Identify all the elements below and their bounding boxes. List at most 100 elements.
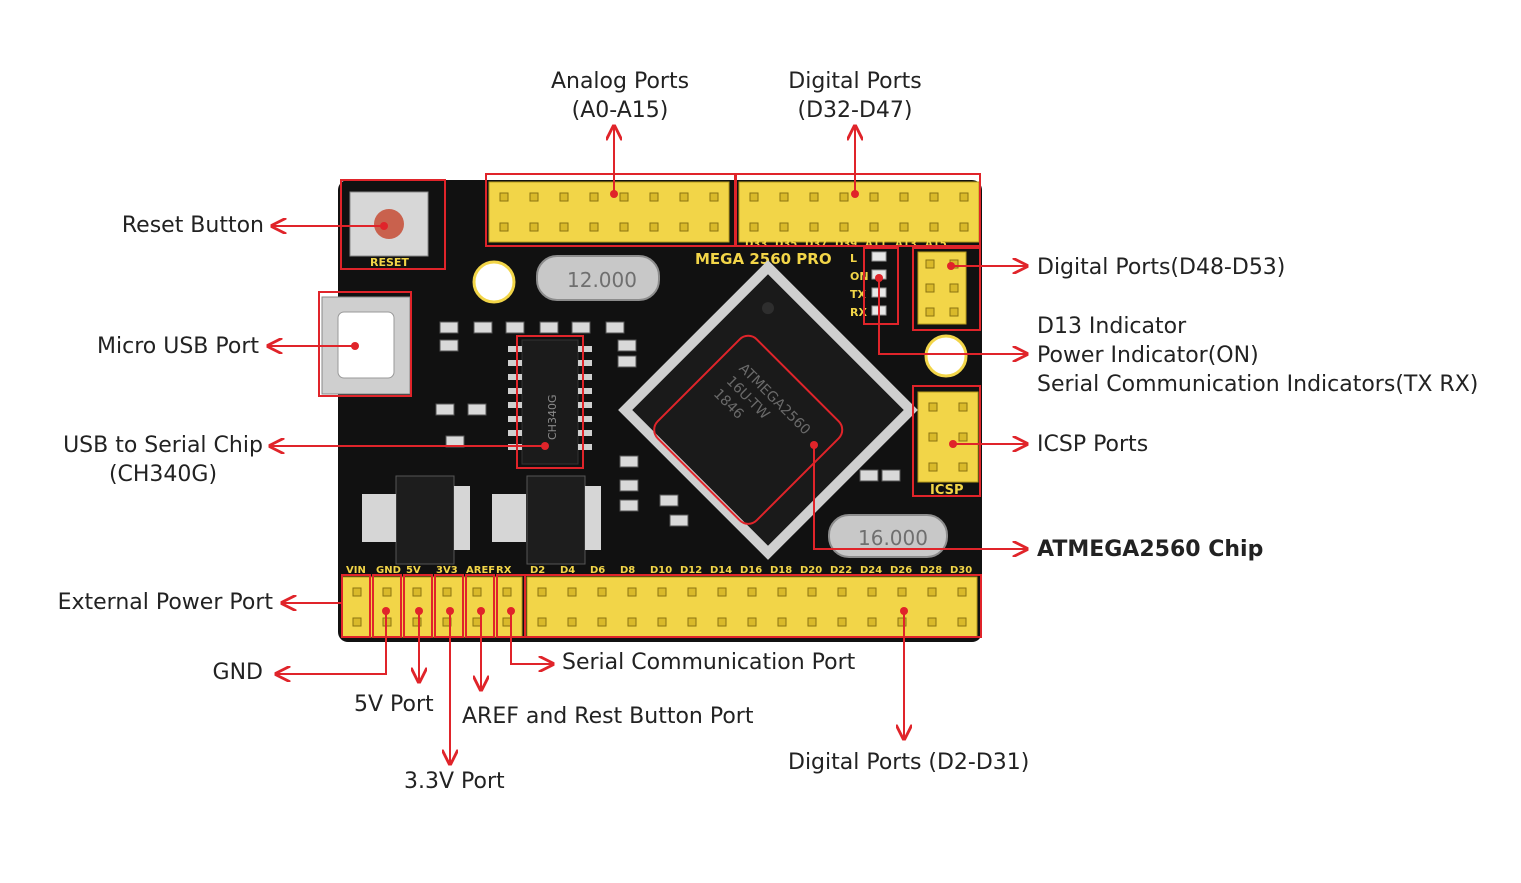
line-analog-dot bbox=[610, 190, 618, 198]
label-digital-d48-d53: Digital Ports(D48-D53) bbox=[1037, 253, 1285, 282]
header-pin bbox=[778, 588, 786, 596]
header-pin bbox=[718, 618, 726, 626]
header-pin bbox=[568, 618, 576, 626]
header-pin bbox=[898, 588, 906, 596]
ch340g-pin bbox=[578, 430, 592, 436]
header-pin bbox=[960, 223, 968, 231]
line-indicators-dot bbox=[875, 274, 883, 282]
label-digital-ports-top-range: (D32-D47) bbox=[755, 96, 955, 125]
smd-component bbox=[468, 404, 486, 415]
icsp-header-housing bbox=[918, 392, 978, 482]
header-pin bbox=[530, 193, 538, 201]
header-pin bbox=[568, 588, 576, 596]
label-digital-bottom: Digital Ports (D2-D31) bbox=[788, 748, 1029, 777]
ch340g-pin bbox=[578, 346, 592, 352]
led-label: ON bbox=[850, 270, 869, 283]
header-pin bbox=[503, 618, 511, 626]
header-pin bbox=[383, 588, 391, 596]
icsp-header bbox=[918, 392, 978, 482]
header-pin bbox=[959, 403, 967, 411]
header-pin bbox=[929, 463, 937, 471]
smd-component bbox=[436, 404, 454, 415]
header-pin bbox=[680, 223, 688, 231]
digital-d48-header bbox=[918, 252, 966, 324]
label-5v-port: 5V Port bbox=[354, 690, 434, 719]
label-3v3-port: 3.3V Port bbox=[404, 767, 505, 796]
header-pin bbox=[958, 588, 966, 596]
smd-component bbox=[620, 480, 638, 491]
analog-header-housing bbox=[489, 182, 729, 242]
indicator-led bbox=[872, 252, 886, 261]
header-pin bbox=[598, 618, 606, 626]
header-pin bbox=[710, 223, 718, 231]
header-pin bbox=[620, 223, 628, 231]
digital-top-header bbox=[739, 182, 979, 242]
smd-component bbox=[620, 456, 638, 467]
header-pin bbox=[718, 588, 726, 596]
analog-header bbox=[489, 182, 729, 242]
ch340g-pin bbox=[578, 402, 592, 408]
mount-hole-top bbox=[474, 262, 514, 302]
header-pin bbox=[838, 588, 846, 596]
header-pin bbox=[590, 223, 598, 231]
ch340g-pin bbox=[508, 360, 522, 366]
label-indicators: D13 Indicator Power Indicator(ON) Serial… bbox=[1037, 312, 1478, 399]
ch340g-pin bbox=[508, 388, 522, 394]
header-pin bbox=[500, 193, 508, 201]
label-analog-ports-range: (A0-A15) bbox=[520, 96, 720, 125]
header-pin bbox=[959, 463, 967, 471]
header-pin bbox=[780, 223, 788, 231]
header-pin bbox=[840, 223, 848, 231]
regulator-3v3 bbox=[527, 476, 585, 564]
smd-component bbox=[618, 340, 636, 351]
header-pin bbox=[688, 588, 696, 596]
label-analog-ports: Analog Ports (A0-A15) bbox=[520, 67, 720, 125]
line-digital-d48-dot bbox=[947, 262, 955, 270]
top-pin-label: D39 bbox=[835, 239, 857, 250]
header-pin bbox=[658, 618, 666, 626]
ch340g-pin bbox=[578, 374, 592, 380]
header-pin bbox=[413, 588, 421, 596]
header-pin bbox=[628, 588, 636, 596]
regulator-3v3-tab bbox=[585, 486, 601, 550]
line-reset-dot bbox=[380, 222, 388, 230]
header-pin bbox=[900, 193, 908, 201]
line-aref-dot bbox=[477, 607, 485, 615]
label-serial-port: Serial Communication Port bbox=[562, 648, 855, 677]
header-pin bbox=[960, 193, 968, 201]
header-pin bbox=[620, 193, 628, 201]
header-pin bbox=[473, 618, 481, 626]
header-pin bbox=[808, 618, 816, 626]
led-label: L bbox=[850, 252, 857, 265]
top-pin-label: D37 bbox=[805, 239, 827, 250]
label-micro-usb: Micro USB Port bbox=[40, 332, 259, 361]
reset-button-cap bbox=[374, 209, 404, 239]
smd-component bbox=[882, 470, 900, 481]
regulator-5v-tab bbox=[454, 486, 470, 550]
line-3v3-dot bbox=[446, 607, 454, 615]
header-pin bbox=[538, 588, 546, 596]
digital-bottom-header-housing bbox=[527, 577, 977, 637]
label-gnd: GND bbox=[180, 658, 263, 687]
smd-component bbox=[440, 340, 458, 351]
line-serial-dot bbox=[507, 607, 515, 615]
ch340g-pin bbox=[508, 374, 522, 380]
label-reset-button: Reset Button bbox=[60, 211, 264, 240]
header-pin bbox=[810, 193, 818, 201]
header-pin bbox=[500, 223, 508, 231]
header-pin bbox=[926, 308, 934, 316]
mount-hole-right bbox=[926, 336, 966, 376]
header-pin bbox=[929, 433, 937, 441]
header-pin bbox=[473, 588, 481, 596]
label-aref-port: AREF and Rest Button Port bbox=[462, 702, 753, 731]
smd-component bbox=[474, 322, 492, 333]
label-digital-ports-top: Digital Ports (D32-D47) bbox=[755, 67, 955, 125]
header-pin bbox=[928, 588, 936, 596]
top-pin-label: D33 bbox=[745, 239, 767, 250]
label-analog-ports-title: Analog Ports bbox=[520, 67, 720, 96]
ch340g-pin bbox=[508, 430, 522, 436]
line-atmega-dot bbox=[810, 441, 818, 449]
regulator-5v-heatsink bbox=[362, 494, 396, 542]
header-pin bbox=[680, 193, 688, 201]
header-pin bbox=[840, 193, 848, 201]
